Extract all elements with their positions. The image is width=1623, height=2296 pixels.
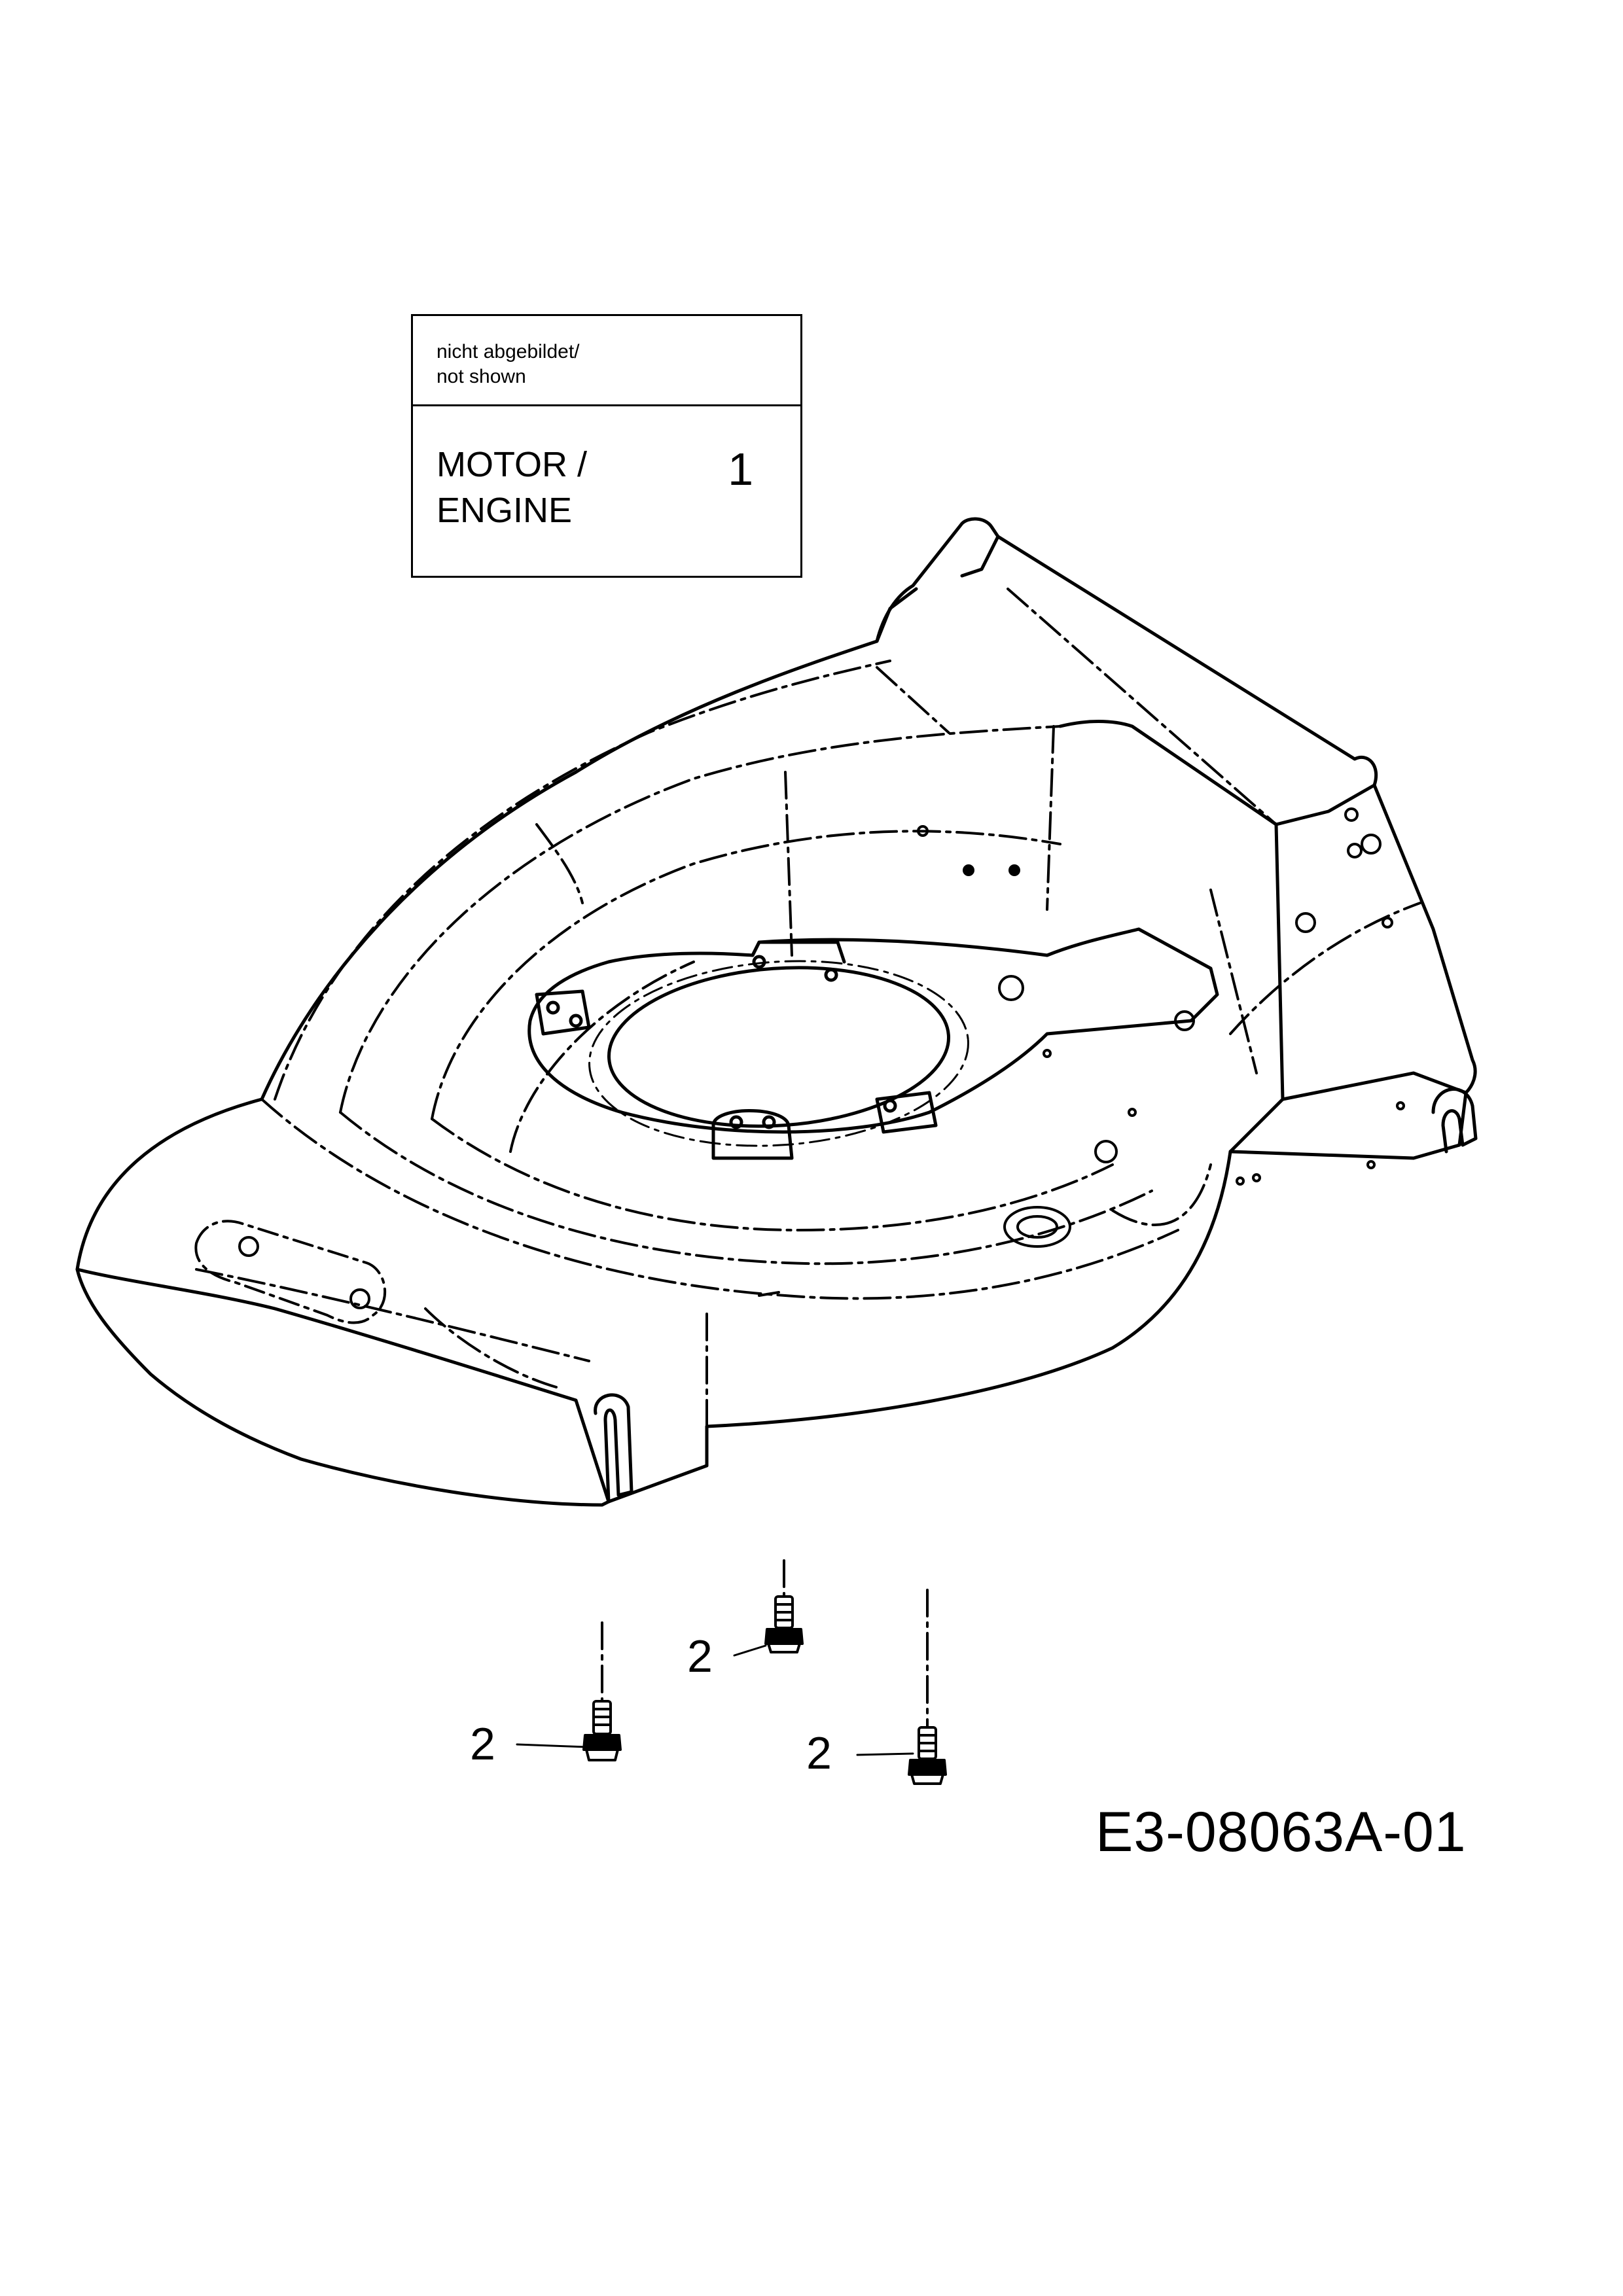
- not-shown-header: nicht abgebildet/ not shown: [413, 316, 800, 406]
- callout-leaders: [516, 1644, 914, 1756]
- part-name-line2: ENGINE: [437, 491, 573, 530]
- not-shown-legend: nicht abgebildet/ not shown MOTOR / ENGI…: [411, 314, 802, 578]
- callout-screw-right: 2: [806, 1727, 832, 1778]
- callout-screw-left: 2: [470, 1718, 495, 1769]
- part-name-line1: MOTOR /: [437, 445, 588, 484]
- deck-hidden-lines: [195, 588, 1421, 1428]
- part-number: 1: [728, 444, 753, 495]
- not-shown-label-en: not shown: [437, 366, 526, 387]
- drawing-code: E3-08063A-01: [1096, 1801, 1467, 1863]
- screw-right: [908, 1726, 947, 1785]
- part-name: MOTOR / ENGINE: [437, 442, 587, 533]
- callout-screw-top: 2: [687, 1631, 713, 1682]
- screw-left: [582, 1700, 622, 1761]
- engine-mount: [527, 927, 1219, 1160]
- not-shown-label-de: nicht abgebildet/: [437, 341, 580, 362]
- deck-outline: [75, 517, 1478, 1507]
- deck-holes: [194, 807, 1405, 1324]
- screw-top: [764, 1595, 804, 1653]
- screw-axis-lines: [601, 1559, 929, 1729]
